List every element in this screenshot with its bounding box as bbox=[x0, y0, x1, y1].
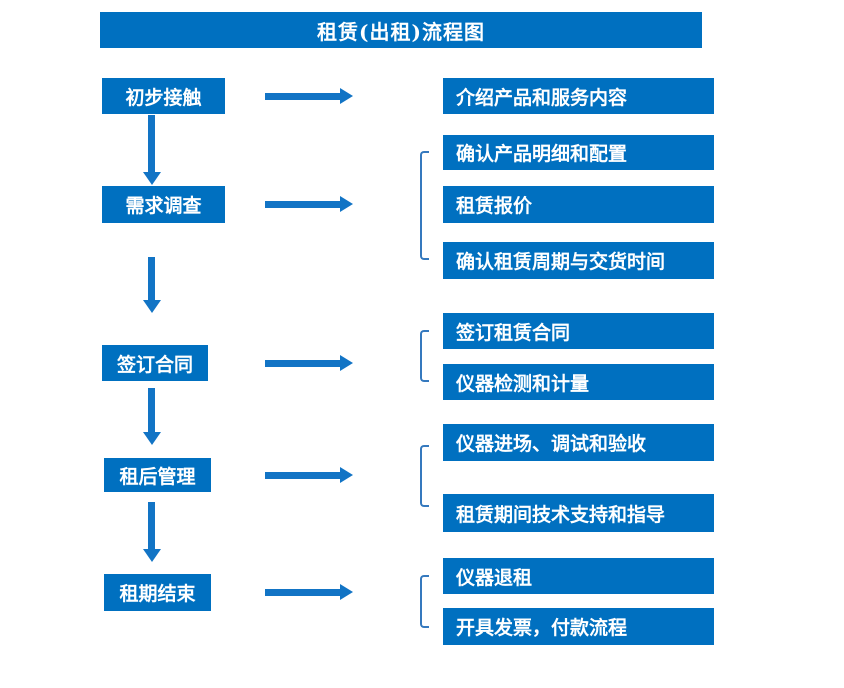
group-bracket bbox=[420, 151, 429, 260]
detail-box-sign-rental-contract: 签订租赁合同 bbox=[443, 313, 714, 349]
detail-box-instrument-setup: 仪器进场、调试和验收 bbox=[443, 424, 714, 461]
stage-box-sign-contract: 签订合同 bbox=[102, 345, 208, 381]
detail-box-rental-quote: 租赁报价 bbox=[443, 186, 714, 223]
right-arrow-icon bbox=[265, 88, 353, 104]
stage-box-initial-contact: 初步接触 bbox=[102, 78, 225, 114]
detail-box-technical-support: 租赁期间技术支持和指导 bbox=[443, 494, 714, 532]
right-arrow-icon bbox=[265, 467, 353, 483]
group-bracket bbox=[420, 575, 429, 628]
down-arrow-icon bbox=[142, 388, 161, 445]
detail-box-instrument-return: 仪器退租 bbox=[443, 558, 714, 594]
detail-box-introduce-products: 介绍产品和服务内容 bbox=[443, 78, 714, 114]
down-arrow-icon bbox=[142, 502, 161, 562]
down-arrow-icon bbox=[142, 115, 161, 185]
right-arrow-icon bbox=[265, 355, 353, 371]
stage-box-post-rental-management: 租后管理 bbox=[104, 458, 211, 492]
detail-box-instrument-testing: 仪器检测和计量 bbox=[443, 364, 714, 400]
detail-box-confirm-product-config: 确认产品明细和配置 bbox=[443, 135, 714, 170]
right-arrow-icon bbox=[265, 196, 353, 212]
detail-box-invoice-payment: 开具发票，付款流程 bbox=[443, 608, 714, 645]
group-bracket bbox=[420, 330, 429, 382]
right-arrow-icon bbox=[265, 584, 353, 600]
group-bracket bbox=[420, 445, 429, 507]
down-arrow-icon bbox=[142, 257, 161, 313]
flowchart-title: 租赁(出租)流程图 bbox=[100, 12, 702, 48]
detail-box-confirm-rental-period: 确认租赁周期与交货时间 bbox=[443, 242, 714, 279]
stage-box-demand-survey: 需求调查 bbox=[102, 186, 225, 223]
stage-box-rental-end: 租期结束 bbox=[104, 574, 211, 611]
